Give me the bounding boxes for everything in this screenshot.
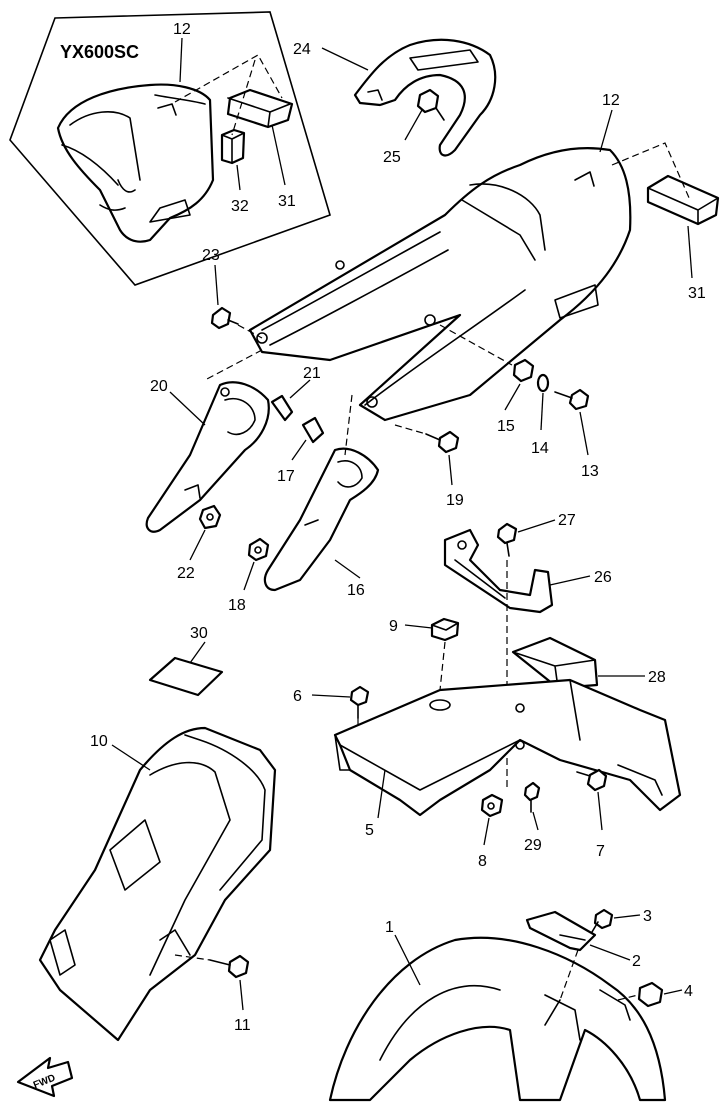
part-7-bolt [576,768,608,792]
callout-17: 17 [277,468,295,485]
part-10-inner-fender [38,726,277,1042]
callout-12-inset: 12 [173,21,191,38]
callout-5: 5 [365,822,374,839]
part-2-bracket [525,910,597,952]
callout-14: 14 [531,440,549,457]
part-8-nut [480,793,504,818]
callout-18: 18 [228,597,246,614]
callout-24: 24 [293,41,311,58]
callout-29: 29 [524,837,542,854]
part-19-bolt [425,430,460,454]
callout-1: 1 [385,919,394,936]
callout-11: 11 [234,1017,251,1034]
part-11-bolt [209,954,250,979]
callout-13: 13 [581,463,599,480]
inset-model-label: YX600SC [60,42,139,62]
part-6-bolt [349,685,370,719]
callout-22: 22 [177,565,195,582]
inset-tail-cowl [56,83,215,243]
part-22-nut [198,504,222,530]
part-3-bolt [591,908,614,933]
part-20-bracket [145,381,270,533]
callout-30: 30 [190,625,208,642]
part-29-bolt [523,781,541,813]
callout-3: 3 [643,908,652,925]
part-26-bracket [443,528,554,614]
fwd-arrow-icon: FWD [16,1056,74,1098]
part-15-collar [512,358,535,383]
part-9-grommet [430,617,460,642]
callout-27: 27 [558,512,576,529]
part-4-nut [637,981,664,1008]
callout-7: 7 [596,843,605,860]
callout-9: 9 [389,618,398,635]
callout-12: 12 [602,92,620,109]
callout-26: 26 [594,569,612,586]
callout-32: 32 [231,198,249,215]
callout-28: 28 [648,669,666,686]
part-17-pad [301,416,325,444]
part-23-bolt [210,306,239,330]
part-1-front-fender [328,936,667,1102]
part-12-tail-cowl [248,147,632,422]
part-21-pad [270,394,294,422]
part-27-bolt [496,522,518,557]
callout-4: 4 [684,983,693,1000]
part-18-nut [247,537,270,562]
callout-31-inset: 31 [278,193,296,210]
callout-15: 15 [497,418,515,435]
inset-yx600sc: YX600SC 12 32 31 [9,11,331,286]
part-5-fender-bracket [333,678,682,817]
callout-2: 2 [632,953,641,970]
part-13-bolt [554,388,590,411]
callout-25: 25 [383,149,401,166]
callout-16: 16 [347,582,365,599]
callout-8: 8 [478,853,487,870]
callout-19: 19 [446,492,464,509]
callout-23: 23 [202,247,220,264]
part-30-label [148,656,224,697]
callout-20: 20 [150,378,168,395]
part-24-grab-handle [353,38,497,157]
part-31-block [646,174,720,226]
part-25-bolt [416,88,445,121]
callout-31: 31 [688,285,706,302]
callout-10: 10 [90,733,108,750]
inset-frame [9,11,331,286]
inset-pad-32 [220,128,246,165]
part-14-washer [536,373,550,393]
callout-6: 6 [293,688,302,705]
part-16-side-cover [263,447,380,592]
callout-21: 21 [303,365,321,382]
